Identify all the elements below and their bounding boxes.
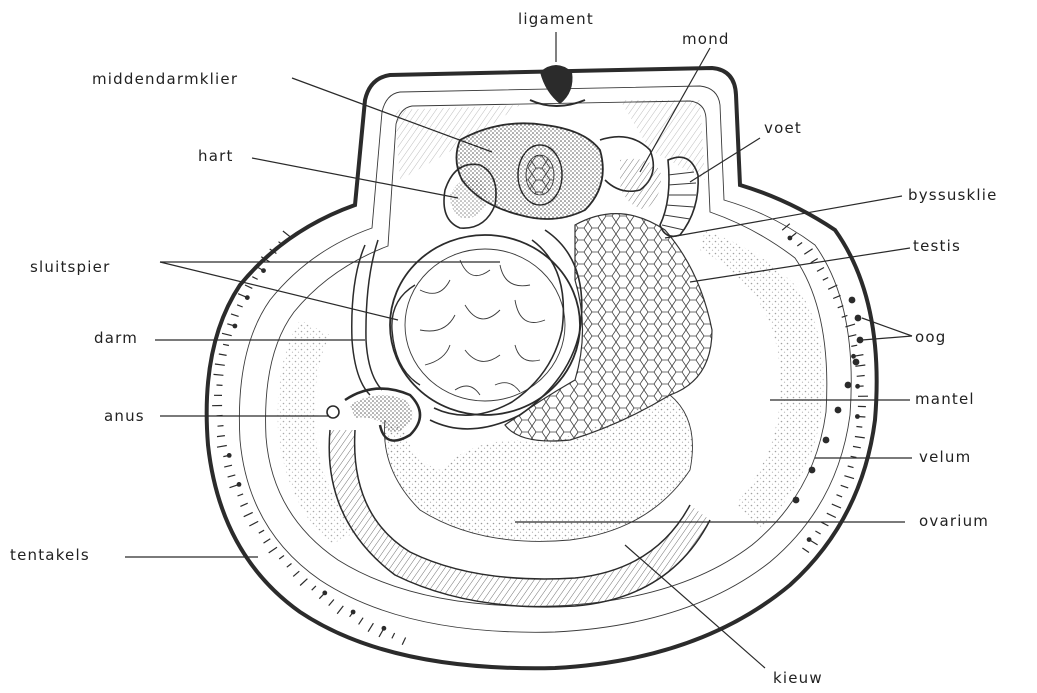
label-sluitspier: sluitspier [30, 258, 110, 276]
label-mantel: mantel [915, 390, 975, 408]
tentacle [279, 556, 284, 560]
label-mond: mond [682, 30, 730, 48]
label-voet: voet [764, 119, 802, 137]
tentacle [218, 426, 224, 427]
tentacle [219, 354, 227, 355]
tentacle [851, 345, 857, 346]
eye-dot [845, 382, 852, 389]
tentacle [222, 333, 232, 335]
tentacle-bulb [261, 268, 266, 273]
tentacle [259, 530, 264, 533]
tentacle-bulb [855, 414, 860, 419]
tentacle [841, 485, 849, 488]
label-hart: hart [198, 147, 234, 165]
tentacle [238, 494, 244, 496]
tentacle [231, 314, 239, 317]
tentacle-bulb [237, 482, 242, 487]
tentacle [368, 623, 373, 632]
leader-kieuw [625, 545, 765, 668]
tentacle [804, 249, 812, 255]
tentacle-bulb [807, 537, 812, 542]
tentacle [312, 586, 316, 590]
tentacle [214, 374, 224, 375]
tentacle [849, 335, 857, 337]
tentacle [855, 437, 865, 438]
tentacle-bulb [788, 236, 793, 241]
label-ovarium: ovarium [919, 512, 989, 530]
leader-oog-b [862, 336, 912, 340]
tentacle [269, 547, 277, 553]
tentacle [857, 376, 865, 377]
tentacle [392, 633, 395, 638]
tentacle [837, 495, 843, 497]
label-oog: oog [915, 328, 946, 346]
tentacle [853, 446, 861, 447]
label-middendarmklier: middendarmklier [92, 70, 238, 88]
tentacle [252, 277, 257, 280]
tentacle [228, 475, 236, 477]
tentacle [244, 512, 253, 516]
tentacle [217, 436, 225, 437]
tentacle-bulb [227, 453, 232, 458]
tentacle [337, 606, 343, 614]
label-ligament: ligament [518, 10, 594, 28]
label-testis: testis [913, 237, 961, 255]
tentacle [287, 564, 292, 568]
tentacle-bulb [245, 295, 250, 300]
tentacle [283, 231, 291, 237]
tentacle [237, 305, 243, 307]
tentacle [359, 618, 364, 625]
tentacle [264, 539, 271, 543]
tentacle [821, 522, 828, 526]
tentacle [833, 295, 840, 298]
eye-dot [855, 315, 862, 322]
tentacle [402, 638, 405, 645]
tentacle [832, 504, 841, 508]
tentacle-bulb [322, 591, 327, 596]
tentacle [823, 278, 828, 281]
tentacle [249, 521, 258, 526]
tentacle-bulb [851, 354, 856, 359]
tentacle [223, 344, 229, 345]
tentacle [293, 571, 299, 576]
eye-dot [853, 359, 860, 366]
tentacle [856, 427, 862, 428]
leader-oog-a [862, 318, 912, 336]
eye-dot [793, 497, 800, 504]
label-tentakels: tentakels [10, 546, 90, 564]
label-anus: anus [104, 407, 145, 425]
tentacle [224, 465, 232, 467]
tentacle-bulb [351, 610, 356, 615]
tentacle [851, 456, 857, 457]
tentacle [815, 531, 820, 534]
label-darm: darm [94, 329, 138, 347]
eye-dot [849, 297, 856, 304]
tentacle [817, 268, 824, 272]
tentacle [215, 364, 225, 365]
tentacle [797, 243, 802, 247]
tentacle [828, 285, 837, 289]
tentacle [827, 513, 836, 517]
eye-dot [835, 407, 842, 414]
tentacle [217, 446, 227, 448]
tentacle [848, 466, 854, 468]
eye-dot [823, 437, 830, 444]
leader-sluitspier-b [160, 262, 398, 320]
tentacle-bulb [855, 384, 860, 389]
tentacle [802, 548, 809, 553]
tentacle [329, 600, 334, 606]
label-byssusklie: byssusklie [908, 186, 998, 204]
tentacle-bulb [382, 626, 387, 631]
tentacle [240, 503, 247, 506]
tentacle [300, 579, 307, 586]
label-kieuw: kieuw [773, 669, 823, 687]
eye-dot [809, 467, 816, 474]
tentacle-bulb [233, 324, 238, 329]
label-velum: velum [919, 448, 971, 466]
tentacle [245, 285, 252, 288]
tentacle [844, 476, 854, 479]
